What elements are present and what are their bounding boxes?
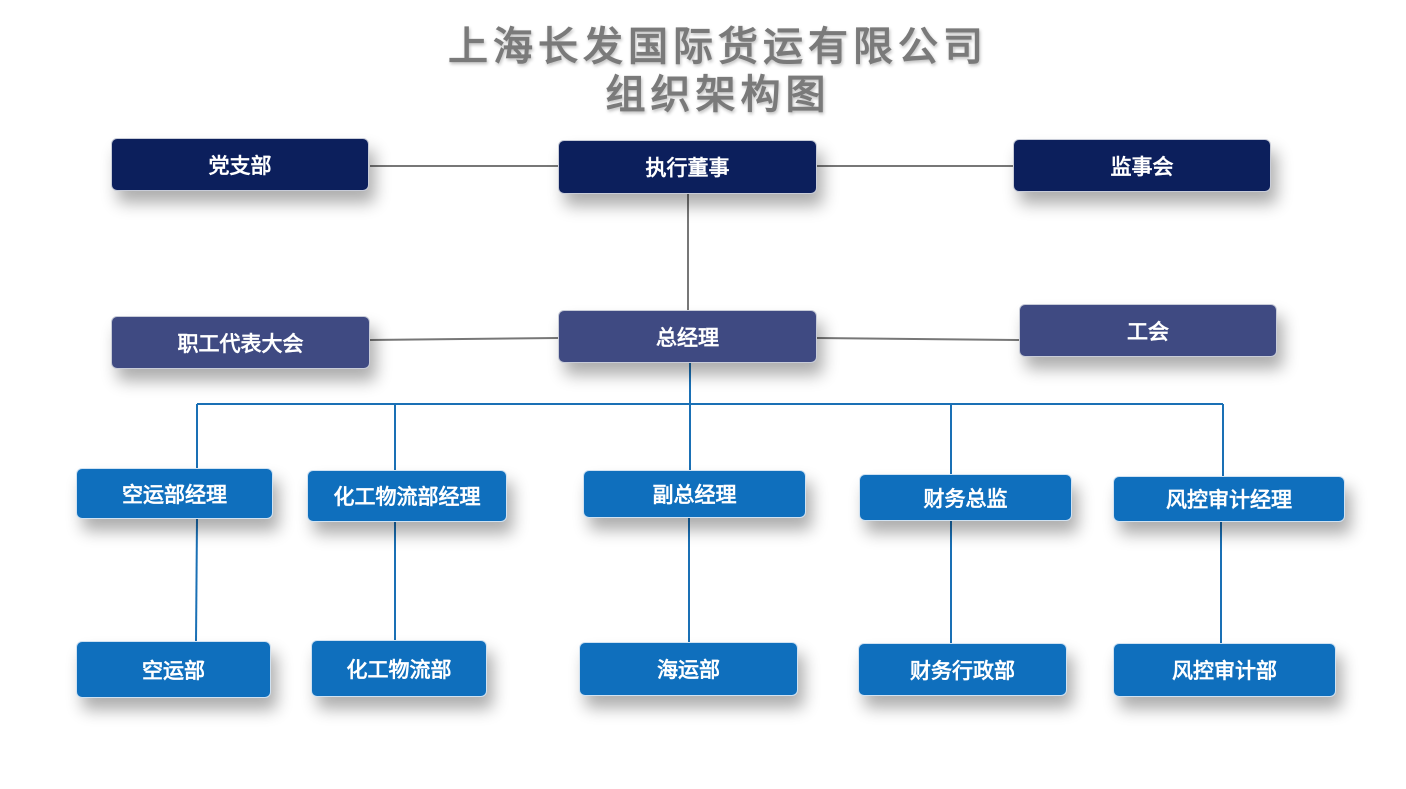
node-risk-dept: 风控审计部 xyxy=(1113,643,1336,697)
node-chemical-manager-label: 化工物流部经理 xyxy=(333,485,481,509)
diagram-title: 上海长发国际货运有限公司 xyxy=(448,24,988,70)
node-sea-dept-label: 海运部 xyxy=(657,658,720,682)
node-finance-dept-label: 财务行政部 xyxy=(910,658,1015,683)
node-trade-union-label: 工会 xyxy=(1127,319,1169,344)
link-air-manager-dept xyxy=(195,518,198,642)
node-finance-dept: 财务行政部 xyxy=(858,643,1067,696)
node-party-branch: 党支部 xyxy=(111,138,369,191)
node-party-branch-label: 党支部 xyxy=(208,153,272,178)
node-workers-congress: 职工代表大会 xyxy=(111,316,370,369)
node-risk-manager-label: 风控审计经理 xyxy=(1166,488,1292,512)
node-executive-director: 执行董事 xyxy=(558,140,817,194)
node-deputy-gm: 副总经理 xyxy=(583,470,806,518)
node-air-dept: 空运部 xyxy=(76,641,271,698)
node-chemical-dept: 化工物流部 xyxy=(311,640,487,697)
node-air-manager: 空运部经理 xyxy=(76,468,273,519)
node-general-manager: 总经理 xyxy=(558,310,817,363)
node-risk-manager: 风控审计经理 xyxy=(1113,476,1345,522)
node-workers-congress-label: 职工代表大会 xyxy=(177,331,304,356)
node-finance-director-label: 财务总监 xyxy=(923,486,1008,511)
node-air-manager-label: 空运部经理 xyxy=(122,482,227,507)
node-sea-dept: 海运部 xyxy=(579,642,798,696)
link-congress-gm xyxy=(369,337,559,341)
node-finance-director: 财务总监 xyxy=(859,474,1072,521)
node-executive-director-label: 执行董事 xyxy=(645,156,730,180)
node-deputy-gm-label: 副总经理 xyxy=(652,483,737,507)
node-chemical-manager: 化工物流部经理 xyxy=(307,470,507,522)
node-chemical-dept-label: 化工物流部 xyxy=(346,657,452,682)
diagram-subtitle: 组织架构图 xyxy=(605,72,831,118)
link-gm-union xyxy=(816,337,1020,341)
node-trade-union: 工会 xyxy=(1019,304,1277,357)
node-supervisory-board: 监事会 xyxy=(1013,139,1271,192)
node-risk-dept-label: 风控审计部 xyxy=(1172,659,1277,683)
node-general-manager-label: 总经理 xyxy=(656,325,719,350)
node-air-dept-label: 空运部 xyxy=(142,658,205,683)
node-supervisory-board-label: 监事会 xyxy=(1110,154,1174,179)
